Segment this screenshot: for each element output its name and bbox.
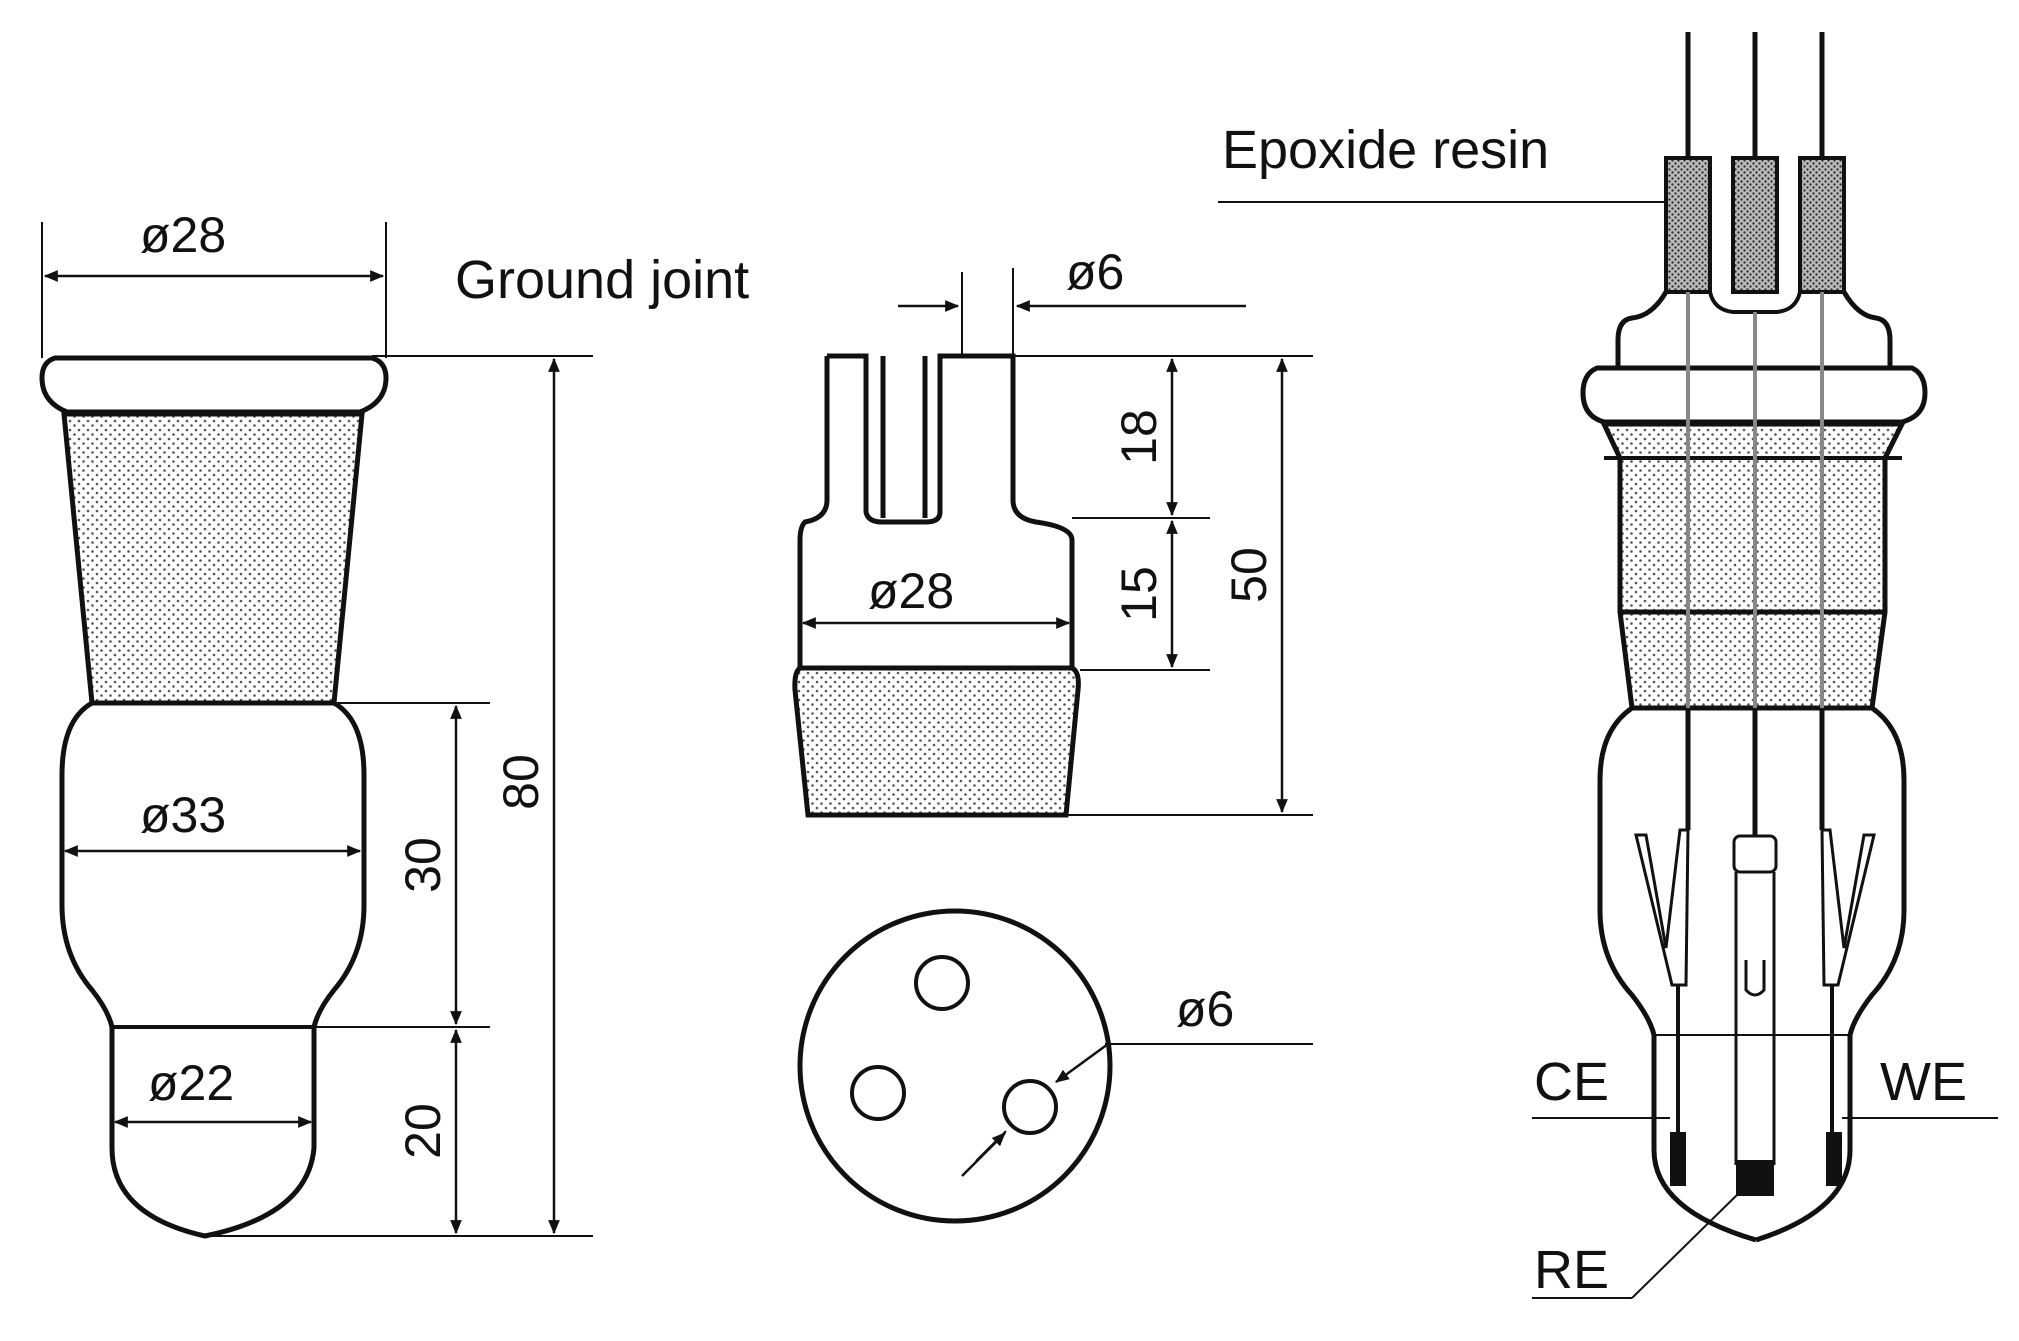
ce-label: CE [1534,1052,1609,1112]
hole-diameter-plan-label: ø6 [1176,981,1234,1037]
re-label: RE [1534,1240,1609,1300]
vessel-dimensions: ø28 ø33 ø22 80 30 20 [41,207,593,1237]
tip-diameter-label: ø22 [148,1055,234,1111]
assembled-electrode [1218,32,1998,1299]
cap-side-view [792,353,1081,818]
top-diameter-label: ø28 [140,207,226,263]
ground-joint-label: Ground joint [455,250,749,310]
total-height-label: 80 [493,754,549,810]
bulb-diameter-label: ø33 [140,787,226,843]
epoxide-resin-label: Epoxide resin [1222,120,1549,180]
hole-1 [914,955,970,1011]
cap-lower-height-label: 15 [1111,566,1167,622]
cap-diameter-label: ø28 [868,563,954,619]
hole-diameter-top-label: ø6 [1066,244,1124,300]
bulb-height-label: 30 [395,837,451,893]
tip-height-label: 20 [395,1103,451,1159]
cap-total-height-label: 50 [1221,547,1277,603]
cap-plan-view: ø6 [797,908,1313,1224]
cap-dimensions: ø6 ø28 18 15 50 [801,244,1313,816]
hole-3 [1002,1079,1058,1135]
we-label: WE [1880,1052,1967,1112]
hole-2 [850,1065,906,1121]
cap-upper-height-label: 18 [1111,409,1167,465]
